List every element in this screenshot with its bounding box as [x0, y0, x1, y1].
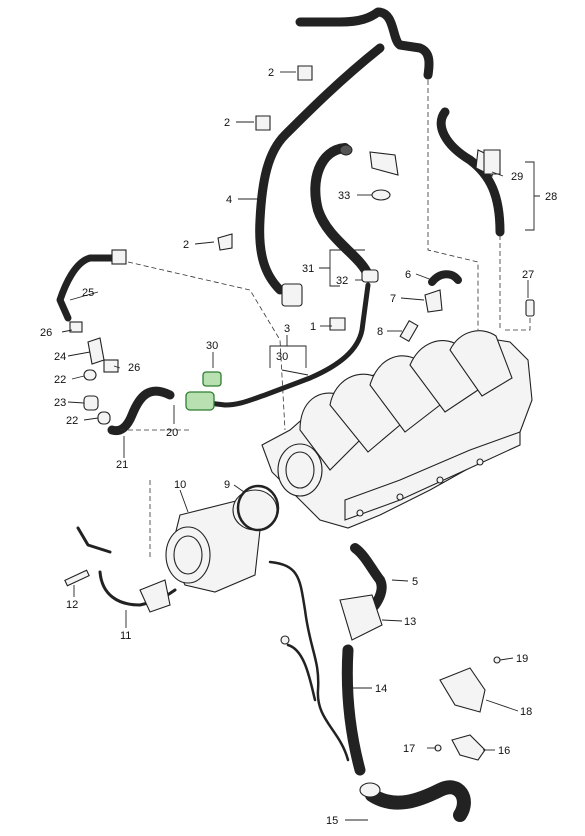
callout-2-a: 2: [268, 67, 274, 79]
callout-30-b: 30: [276, 351, 288, 363]
callout-33: 33: [338, 190, 350, 202]
callout-28: 28: [545, 191, 557, 203]
throttle-body-10: [165, 489, 278, 593]
gasket-9: [236, 484, 280, 532]
callout-14: 14: [375, 683, 387, 695]
hose-25: [56, 249, 127, 322]
hose-21: [107, 386, 175, 436]
callout-5: 5: [412, 576, 418, 588]
callout-20: 20: [166, 427, 178, 439]
callout-31: 31: [302, 263, 314, 275]
callout-22-a: 22: [54, 374, 66, 386]
callout-8: 8: [377, 326, 383, 338]
callout-27: 27: [522, 269, 534, 281]
sensor-wire-harness: [268, 560, 350, 762]
hose-14-15: [341, 644, 471, 822]
callout-26-b: 26: [128, 362, 140, 374]
hose-5-13: [339, 543, 387, 641]
callout-29: 29: [511, 171, 523, 183]
hose-31: [310, 143, 379, 283]
callout-9: 9: [224, 479, 230, 491]
breather-hose-4: [255, 7, 434, 307]
callout-22-b: 22: [66, 415, 78, 427]
callout-12: 12: [66, 599, 78, 611]
callout-30-a: 30: [206, 340, 218, 352]
callout-1: 1: [310, 321, 316, 333]
callout-16: 16: [498, 745, 510, 757]
small-parts-left: [69, 321, 119, 425]
callout-13: 13: [404, 616, 416, 628]
callout-19: 19: [516, 653, 528, 665]
callout-24: 24: [54, 351, 66, 363]
callout-26-a: 26: [40, 327, 52, 339]
callout-10: 10: [174, 479, 186, 491]
bracket-11: [64, 526, 177, 613]
callout-18: 18: [520, 706, 532, 718]
callout-32: 32: [336, 275, 348, 287]
callout-15: 15: [326, 815, 338, 827]
small-parts-right: [217, 65, 535, 343]
callout-23: 23: [54, 397, 66, 409]
leader-lines: [61, 71, 540, 821]
vent-line-30-highlighted: [185, 282, 371, 411]
callout-2-c: 2: [183, 239, 189, 251]
callout-25: 25: [82, 287, 94, 299]
callout-11: 11: [120, 630, 131, 642]
callout-4: 4: [226, 194, 232, 206]
callout-labels: 2 2 2 4 33 29 28 31 32 6 27 7 25 3 1 8 2…: [40, 67, 557, 827]
callout-2-b: 2: [224, 117, 230, 129]
callout-7: 7: [390, 293, 396, 305]
intake-manifold: [261, 330, 533, 529]
callout-21: 21: [116, 459, 128, 471]
callout-6: 6: [405, 269, 411, 281]
brackets-16-18: [434, 656, 501, 761]
callout-17: 17: [403, 743, 415, 755]
reference-lines: [120, 80, 531, 560]
callout-3: 3: [284, 323, 290, 335]
